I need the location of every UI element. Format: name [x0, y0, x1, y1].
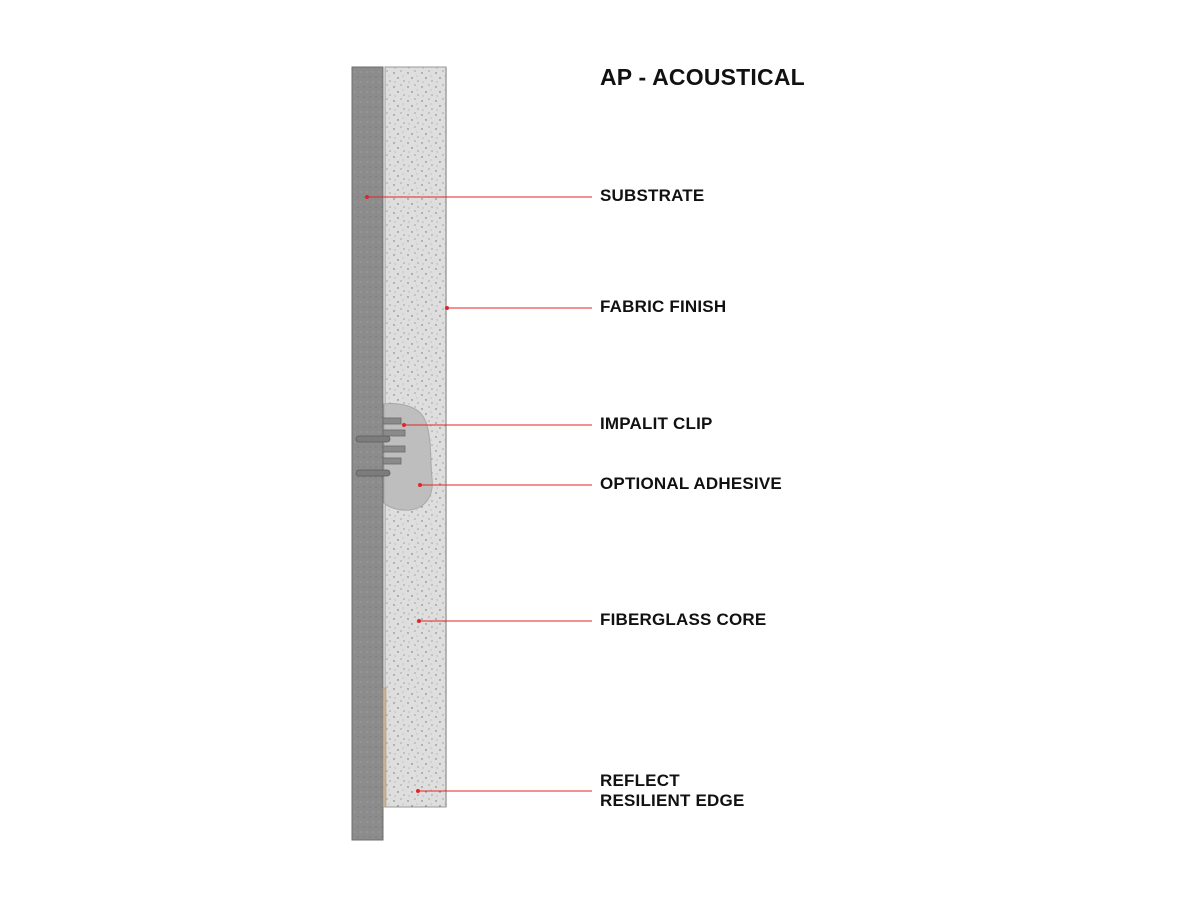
clip-fasteners [355, 435, 391, 477]
impalit-clip-shape [382, 417, 406, 465]
resilient-edge-strip [382, 687, 387, 808]
leader-dots [365, 195, 449, 793]
callout-optional-adhesive: OPTIONAL ADHESIVE [600, 474, 782, 493]
callout-reflect-edge: REFLECT RESILIENT EDGE [600, 771, 745, 811]
callout-reflect-edge-line2: RESILIENT EDGE [600, 791, 745, 810]
callout-fiberglass-core: FIBERGLASS CORE [600, 610, 767, 629]
callout-substrate: SUBSTRATE [600, 186, 705, 205]
callout-reflect-edge-line1: REFLECT [600, 771, 680, 790]
substrate-layer [351, 66, 384, 841]
callout-fabric-finish: FABRIC FINISH [600, 297, 727, 316]
callout-impalit-clip: IMPALIT CLIP [600, 414, 713, 433]
diagram-title: AP - ACOUSTICAL [600, 64, 805, 90]
leader-lines [367, 196, 592, 792]
